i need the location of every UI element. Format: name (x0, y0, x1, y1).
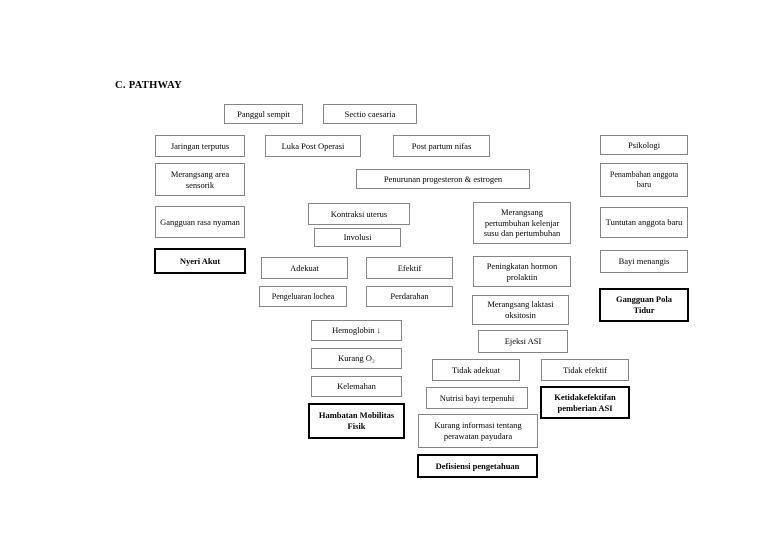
node-involusi: Involusi (314, 228, 401, 247)
node-nyeri-akut: Nyeri Akut (154, 248, 246, 274)
node-perdarahan: Perdarahan (366, 286, 453, 307)
node-label: Kurang O₂ (338, 353, 375, 364)
node-label: Perdarahan (390, 291, 429, 302)
node-label: Bayi menangis (618, 256, 670, 267)
node-label: Gangguan rasa nyaman (160, 216, 240, 227)
node-pengeluaran-lochea: Pengeluaran lochea (259, 286, 347, 307)
node-label: Pengeluaran lochea (271, 291, 335, 301)
node-label: Merangsang area sensorik (170, 168, 230, 190)
node-efektif: Efektif (366, 257, 453, 279)
node-label: Nutrisi bayi terpenuhi (439, 392, 515, 403)
node-penambahan-anggota-baru: Penambahan anggota baru (600, 163, 688, 197)
node-label: Hambatan Mobilitas Fisik (318, 410, 395, 431)
node-kontraksi-uterus: Kontraksi uterus (308, 203, 410, 225)
node-hemoglobin-turun: Hemoglobin ↓ (311, 320, 402, 341)
node-kurang-o2: Kurang O₂ (311, 348, 402, 369)
node-label: Sectio caesaria (344, 108, 396, 119)
node-bayi-menangis: Bayi menangis (600, 250, 688, 273)
node-adekuat: Adekuat (261, 257, 348, 279)
node-label: Gangguan Pola Tidur (616, 294, 672, 315)
node-label: Kelemahan (337, 381, 376, 392)
node-tidak-efektif: Tidak efektif (541, 359, 629, 381)
node-gangguan-rasa-nyaman: Gangguan rasa nyaman (155, 206, 245, 238)
node-label: Penambahan anggota baru (609, 170, 679, 189)
node-panggul-sempit: Panggul sempit (224, 104, 303, 124)
node-defisiensi-pengetahuan: Defisiensi pengetahuan (417, 454, 538, 478)
page-title: C. PATHWAY (115, 80, 182, 91)
node-label: Kurang informasi tentang perawatan payud… (434, 420, 522, 441)
node-label: Post partum nifas (411, 140, 472, 151)
node-label: Tuntutan anggota baru (605, 217, 683, 228)
node-ketidakefektifan-pemberian-asi: Ketidakefektifan pemberian ASI (540, 386, 630, 419)
node-luka-post-operasi: Luka Post Operasi (265, 135, 361, 157)
node-peningkatan-hormon-prolaktin: Peningkatan hormon prolaktin (473, 256, 571, 287)
node-gangguan-pola-tidur: Gangguan Pola Tidur (599, 288, 689, 322)
node-jaringan-terputus: Jaringan terputus (155, 135, 245, 157)
node-label: Ejeksi ASI (504, 336, 542, 347)
node-label: Merangsang pertumbuhan kelenjar susu dan… (483, 207, 561, 239)
node-label: Efektif (397, 262, 422, 273)
node-label: Tidak efektif (563, 364, 607, 375)
node-merangsang-area-sensorik: Merangsang area sensorik (155, 163, 245, 196)
node-kelemahan: Kelemahan (311, 376, 402, 397)
node-tidak-adekuat: Tidak adekuat (432, 359, 520, 381)
node-label: Ketidakefektifan pemberian ASI (554, 391, 616, 413)
node-label: Defisiensi pengetahuan (435, 460, 520, 471)
node-label: Merangsang laktasi oksitosin (487, 299, 554, 320)
node-label: Luka Post Operasi (281, 140, 345, 151)
node-sectio-caesaria: Sectio caesaria (323, 104, 417, 124)
node-label: Psikologi (627, 139, 661, 150)
node-kurang-informasi-perawatan-payudara: Kurang informasi tentang perawatan payud… (418, 414, 538, 448)
node-ejeksi-asi: Ejeksi ASI (478, 330, 568, 353)
node-tuntutan-anggota-baru: Tuntutan anggota baru (600, 207, 688, 238)
node-psikologi: Psikologi (600, 135, 688, 155)
node-label: Adekuat (290, 262, 319, 273)
node-label: Panggul sempit (237, 108, 290, 119)
node-hambatan-mobilitas-fisik: Hambatan Mobilitas Fisik (308, 403, 405, 439)
node-nutrisi-bayi-terpenuhi: Nutrisi bayi terpenuhi (426, 387, 528, 409)
node-label: Involusi (343, 232, 372, 243)
node-merangsang-pertumbuhan-kelenjar: Merangsang pertumbuhan kelenjar susu dan… (473, 202, 571, 244)
node-label: Peningkatan hormon prolaktin (486, 260, 558, 282)
node-post-partum-nifas: Post partum nifas (393, 135, 490, 157)
node-label: Kontraksi uterus (330, 208, 388, 219)
node-label: Hemoglobin ↓ (332, 325, 381, 336)
node-label: Penurunan progesteron & estrogen (383, 173, 503, 184)
node-label: Nyeri Akut (179, 255, 221, 266)
node-merangsang-laktasi-oksitosin: Merangsang laktasi oksitosin (472, 295, 569, 325)
node-label: Jaringan terputus (170, 140, 230, 151)
node-penurunan-progesteron-estrogen: Penurunan progesteron & estrogen (356, 169, 530, 189)
node-label: Tidak adekuat (451, 364, 501, 375)
